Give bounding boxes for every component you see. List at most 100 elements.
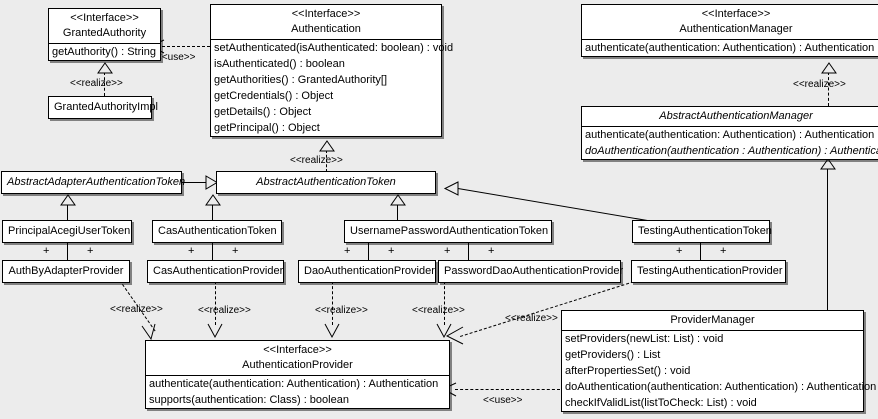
class-password-dao-authentication-provider[interactable]: PasswordDaoAuthenticationProvider bbox=[438, 260, 623, 283]
divider-authentication-manager bbox=[582, 39, 878, 40]
arrowhead-realize-passworddaoprovider bbox=[435, 322, 453, 340]
plus-marker-castoken: + bbox=[188, 245, 195, 257]
class-header-testing-authentication-token: TestingAuthenticationToken bbox=[633, 221, 772, 242]
class-auth-by-adapter-provider[interactable]: AuthByAdapterProvider bbox=[2, 260, 130, 283]
class-header-cas-authentication-token: CasAuthenticationToken bbox=[153, 221, 281, 242]
plus-marker-principaltoken: + bbox=[43, 245, 50, 257]
class-header-authentication-manager: <<Interface>> AuthenticationManager bbox=[582, 5, 878, 39]
class-header-authentication-provider: <<Interface>> AuthenticationProvider bbox=[146, 341, 449, 375]
class-dao-authentication-provider[interactable]: DaoAuthenticationProvider bbox=[298, 260, 436, 283]
divider-authentication-provider bbox=[146, 375, 449, 376]
class-name-auth-by-adapter-provider: AuthByAdapterProvider bbox=[8, 265, 124, 277]
class-header-dao-authentication-provider: DaoAuthenticationProvider bbox=[299, 261, 435, 282]
plus-marker-userpasstoken-a: + bbox=[344, 245, 351, 257]
triangle-generalize-abstracttoken-testing bbox=[443, 180, 459, 196]
class-header-abstract-adapter-authentication-token: AbstractAdapterAuthenticationToken bbox=[2, 172, 185, 193]
class-principal-acegi-user-token[interactable]: PrincipalAcegiUserToken bbox=[2, 220, 132, 243]
arrowhead-realize-casprovider bbox=[206, 322, 224, 340]
label-use-grantedauthority: <<use>> bbox=[156, 52, 196, 63]
divider-granted-authority bbox=[49, 43, 160, 44]
operation-item: setProviders(newList: List) : void bbox=[565, 333, 724, 345]
operations-authentication: setAuthenticated(isAuthenticated: boolea… bbox=[211, 40, 453, 136]
operation-item: getProviders() : List bbox=[565, 349, 661, 361]
class-name-abstract-authentication-token: AbstractAuthenticationToken bbox=[256, 176, 396, 188]
class-cas-authentication-provider[interactable]: CasAuthenticationProvider bbox=[147, 260, 284, 283]
label-realize-grantedauthorityimpl: <<realize>> bbox=[70, 78, 123, 89]
plus-marker-testingprovider: + bbox=[720, 245, 727, 257]
operation-item: afterPropertiesSet() : void bbox=[565, 365, 691, 377]
class-provider-manager[interactable]: ProviderManager setProviders(newList: Li… bbox=[561, 310, 877, 412]
label-use-authenticationprovider: <<use>> bbox=[483, 395, 523, 406]
operation-item: getAuthorities() : GrantedAuthority[] bbox=[214, 74, 388, 86]
plus-marker-authbyadapter: + bbox=[87, 245, 94, 257]
class-granted-authority-impl[interactable]: GrantedAuthorityImpl bbox=[48, 96, 158, 119]
connector-grantedauthorityimpl-realizes bbox=[104, 72, 105, 96]
class-header-provider-manager: ProviderManager bbox=[562, 311, 863, 330]
divider-abstract-authentication-manager bbox=[582, 126, 878, 127]
class-granted-authority[interactable]: <<Interface>> GrantedAuthority getAuthor… bbox=[48, 8, 161, 61]
class-header-testing-authentication-provider: TestingAuthenticationProvider bbox=[632, 261, 785, 282]
stereotype-interface-authentication-manager: <<Interface>> bbox=[701, 8, 771, 20]
class-abstract-authentication-token[interactable]: AbstractAuthenticationToken bbox=[216, 171, 436, 194]
operation-item: doAuthentication(authentication : Authen… bbox=[585, 145, 878, 157]
label-realize-authbyadapter: <<realize>> bbox=[110, 304, 163, 315]
divider-authentication bbox=[211, 39, 441, 40]
connector-castoken-provider-assoc bbox=[212, 243, 213, 260]
class-abstract-adapter-authentication-token[interactable]: AbstractAdapterAuthenticationToken bbox=[1, 171, 185, 194]
triangle-realize-grantedauthority bbox=[97, 62, 113, 74]
class-header-granted-authority-impl: GrantedAuthorityImpl bbox=[49, 97, 158, 118]
class-authentication-provider[interactable]: <<Interface>> AuthenticationProvider aut… bbox=[145, 340, 450, 409]
class-name-authentication: Authentication bbox=[291, 23, 361, 35]
class-header-principal-acegi-user-token: PrincipalAcegiUserToken bbox=[3, 221, 131, 242]
operations-authentication-manager: authenticate(authentication: Authenticat… bbox=[582, 40, 878, 56]
operations-authentication-provider: authenticate(authentication: Authenticat… bbox=[146, 376, 449, 408]
connector-passworddaoprovider-realizes-provider bbox=[444, 281, 445, 325]
label-realize-passworddaoprovider: <<realize>> bbox=[412, 305, 465, 316]
connector-adaptertoken-to-abstracttoken bbox=[181, 182, 213, 183]
class-testing-authentication-provider[interactable]: TestingAuthenticationProvider bbox=[631, 260, 786, 283]
class-testing-authentication-token[interactable]: TestingAuthenticationToken bbox=[632, 220, 772, 243]
connector-authentication-uses-grantedauthority bbox=[162, 46, 210, 47]
label-realize-authentication: <<realize>> bbox=[290, 155, 343, 166]
label-realize-testingprovider: <<realize>> bbox=[505, 313, 558, 324]
class-name-provider-manager: ProviderManager bbox=[670, 314, 755, 326]
arrowhead-realize-authbyadapter bbox=[140, 322, 160, 342]
connector-castoken-extends-abstracttoken bbox=[212, 205, 213, 220]
operation-item: getCredentials() : Object bbox=[214, 90, 334, 102]
connector-casprovider-realizes-provider bbox=[215, 281, 216, 325]
operations-abstract-authentication-manager: authenticate(authentication: Authenticat… bbox=[582, 127, 878, 159]
connector-principaltoken-extends-adaptertoken bbox=[67, 205, 68, 220]
class-name-testing-authentication-token: TestingAuthenticationToken bbox=[638, 225, 772, 237]
connector-providermanager-extends-abstractmanager bbox=[827, 168, 828, 311]
operation-item: isAuthenticated() : boolean bbox=[214, 58, 345, 70]
class-authentication[interactable]: <<Interface>> Authentication setAuthenti… bbox=[210, 4, 453, 137]
operation-item: supports(authentication: Class) : boolea… bbox=[149, 394, 349, 406]
triangle-realize-authenticationmanager bbox=[821, 62, 837, 74]
operations-provider-manager: setProviders(newList: List) : void getPr… bbox=[562, 331, 877, 411]
class-username-password-authentication-token[interactable]: UsernamePasswordAuthenticationToken bbox=[344, 220, 552, 243]
class-header-authentication: <<Interface>> Authentication bbox=[211, 5, 441, 39]
triangle-generalize-abstracttoken-userpass bbox=[390, 194, 406, 206]
stereotype-interface-authentication-provider: <<Interface>> bbox=[263, 344, 332, 356]
class-abstract-authentication-manager[interactable]: AbstractAuthenticationManager authentica… bbox=[581, 106, 878, 160]
plus-marker-testingtoken: + bbox=[676, 245, 683, 257]
connector-principaltoken-provider-assoc bbox=[67, 243, 68, 260]
class-cas-authentication-token[interactable]: CasAuthenticationToken bbox=[152, 220, 282, 243]
connector-daoprovider-realizes-provider bbox=[332, 281, 333, 325]
operation-item: checkIfValidList(listToCheck: List) : vo… bbox=[565, 397, 757, 409]
class-header-cas-authentication-provider: CasAuthenticationProvider bbox=[148, 261, 283, 282]
connector-testingtoken-provider-assoc bbox=[700, 243, 701, 260]
triangle-generalize-adaptertoken bbox=[60, 194, 76, 206]
label-realize-daoprovider: <<realize>> bbox=[315, 305, 368, 316]
operation-item: authenticate(authentication: Authenticat… bbox=[585, 42, 875, 54]
connector-userpasstoken-extends-abstracttoken bbox=[397, 205, 398, 220]
triangle-generalize-abstractmanager bbox=[820, 158, 836, 170]
operation-item: authenticate(authentication: Authenticat… bbox=[149, 378, 439, 390]
divider-provider-manager bbox=[562, 330, 863, 331]
class-name-granted-authority: GrantedAuthority bbox=[62, 27, 147, 39]
operation-item: doAuthentication(authentication: Authent… bbox=[565, 381, 877, 393]
connector-userpasstoken-dao-assoc bbox=[368, 243, 369, 260]
class-authentication-manager[interactable]: <<Interface>> AuthenticationManager auth… bbox=[581, 4, 878, 57]
plus-marker-casprovider: + bbox=[232, 245, 239, 257]
